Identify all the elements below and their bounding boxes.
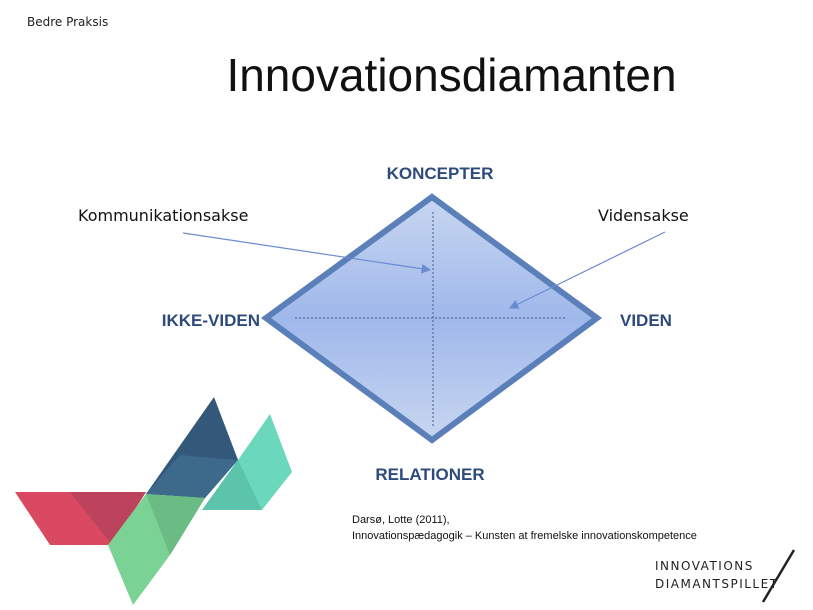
label-koncepter: KONCEPTER [386,164,494,183]
citation-line-2: Innovationspædagogik – Kunsten at fremel… [352,530,697,542]
citation: Darsø, Lotte (2011), Innovationspædagogi… [352,512,697,544]
citation-line-1: Darsø, Lotte (2011), [352,514,450,526]
annotation-vidensakse: Vidensakse [598,206,689,225]
logo-line-2: DIAMANTSPILLET [655,577,779,591]
page-title: Innovationsdiamanten [226,49,677,101]
arrow-kommunikationsakse [182,232,432,274]
label-viden: VIDEN [620,311,672,330]
corner-label: Bedre Praksis [27,15,109,29]
logo-slash [761,549,796,603]
shape-navy-light [146,455,238,498]
shape-teal-mid [202,460,262,510]
logo-line-1: INNOVATIONS [655,559,754,573]
shape-red-dark [70,492,146,545]
shape-green-dark [146,494,205,555]
label-relationer: RELATIONER [375,465,485,484]
origami-art [15,397,292,605]
logo-text: INNOVATIONS DIAMANTSPILLET [655,557,779,593]
annotation-kommunikationsakse: Kommunikationsakse [78,206,249,225]
label-ikke-viden: IKKE-VIDEN [161,311,260,330]
arrow-vidensakse [508,231,666,309]
